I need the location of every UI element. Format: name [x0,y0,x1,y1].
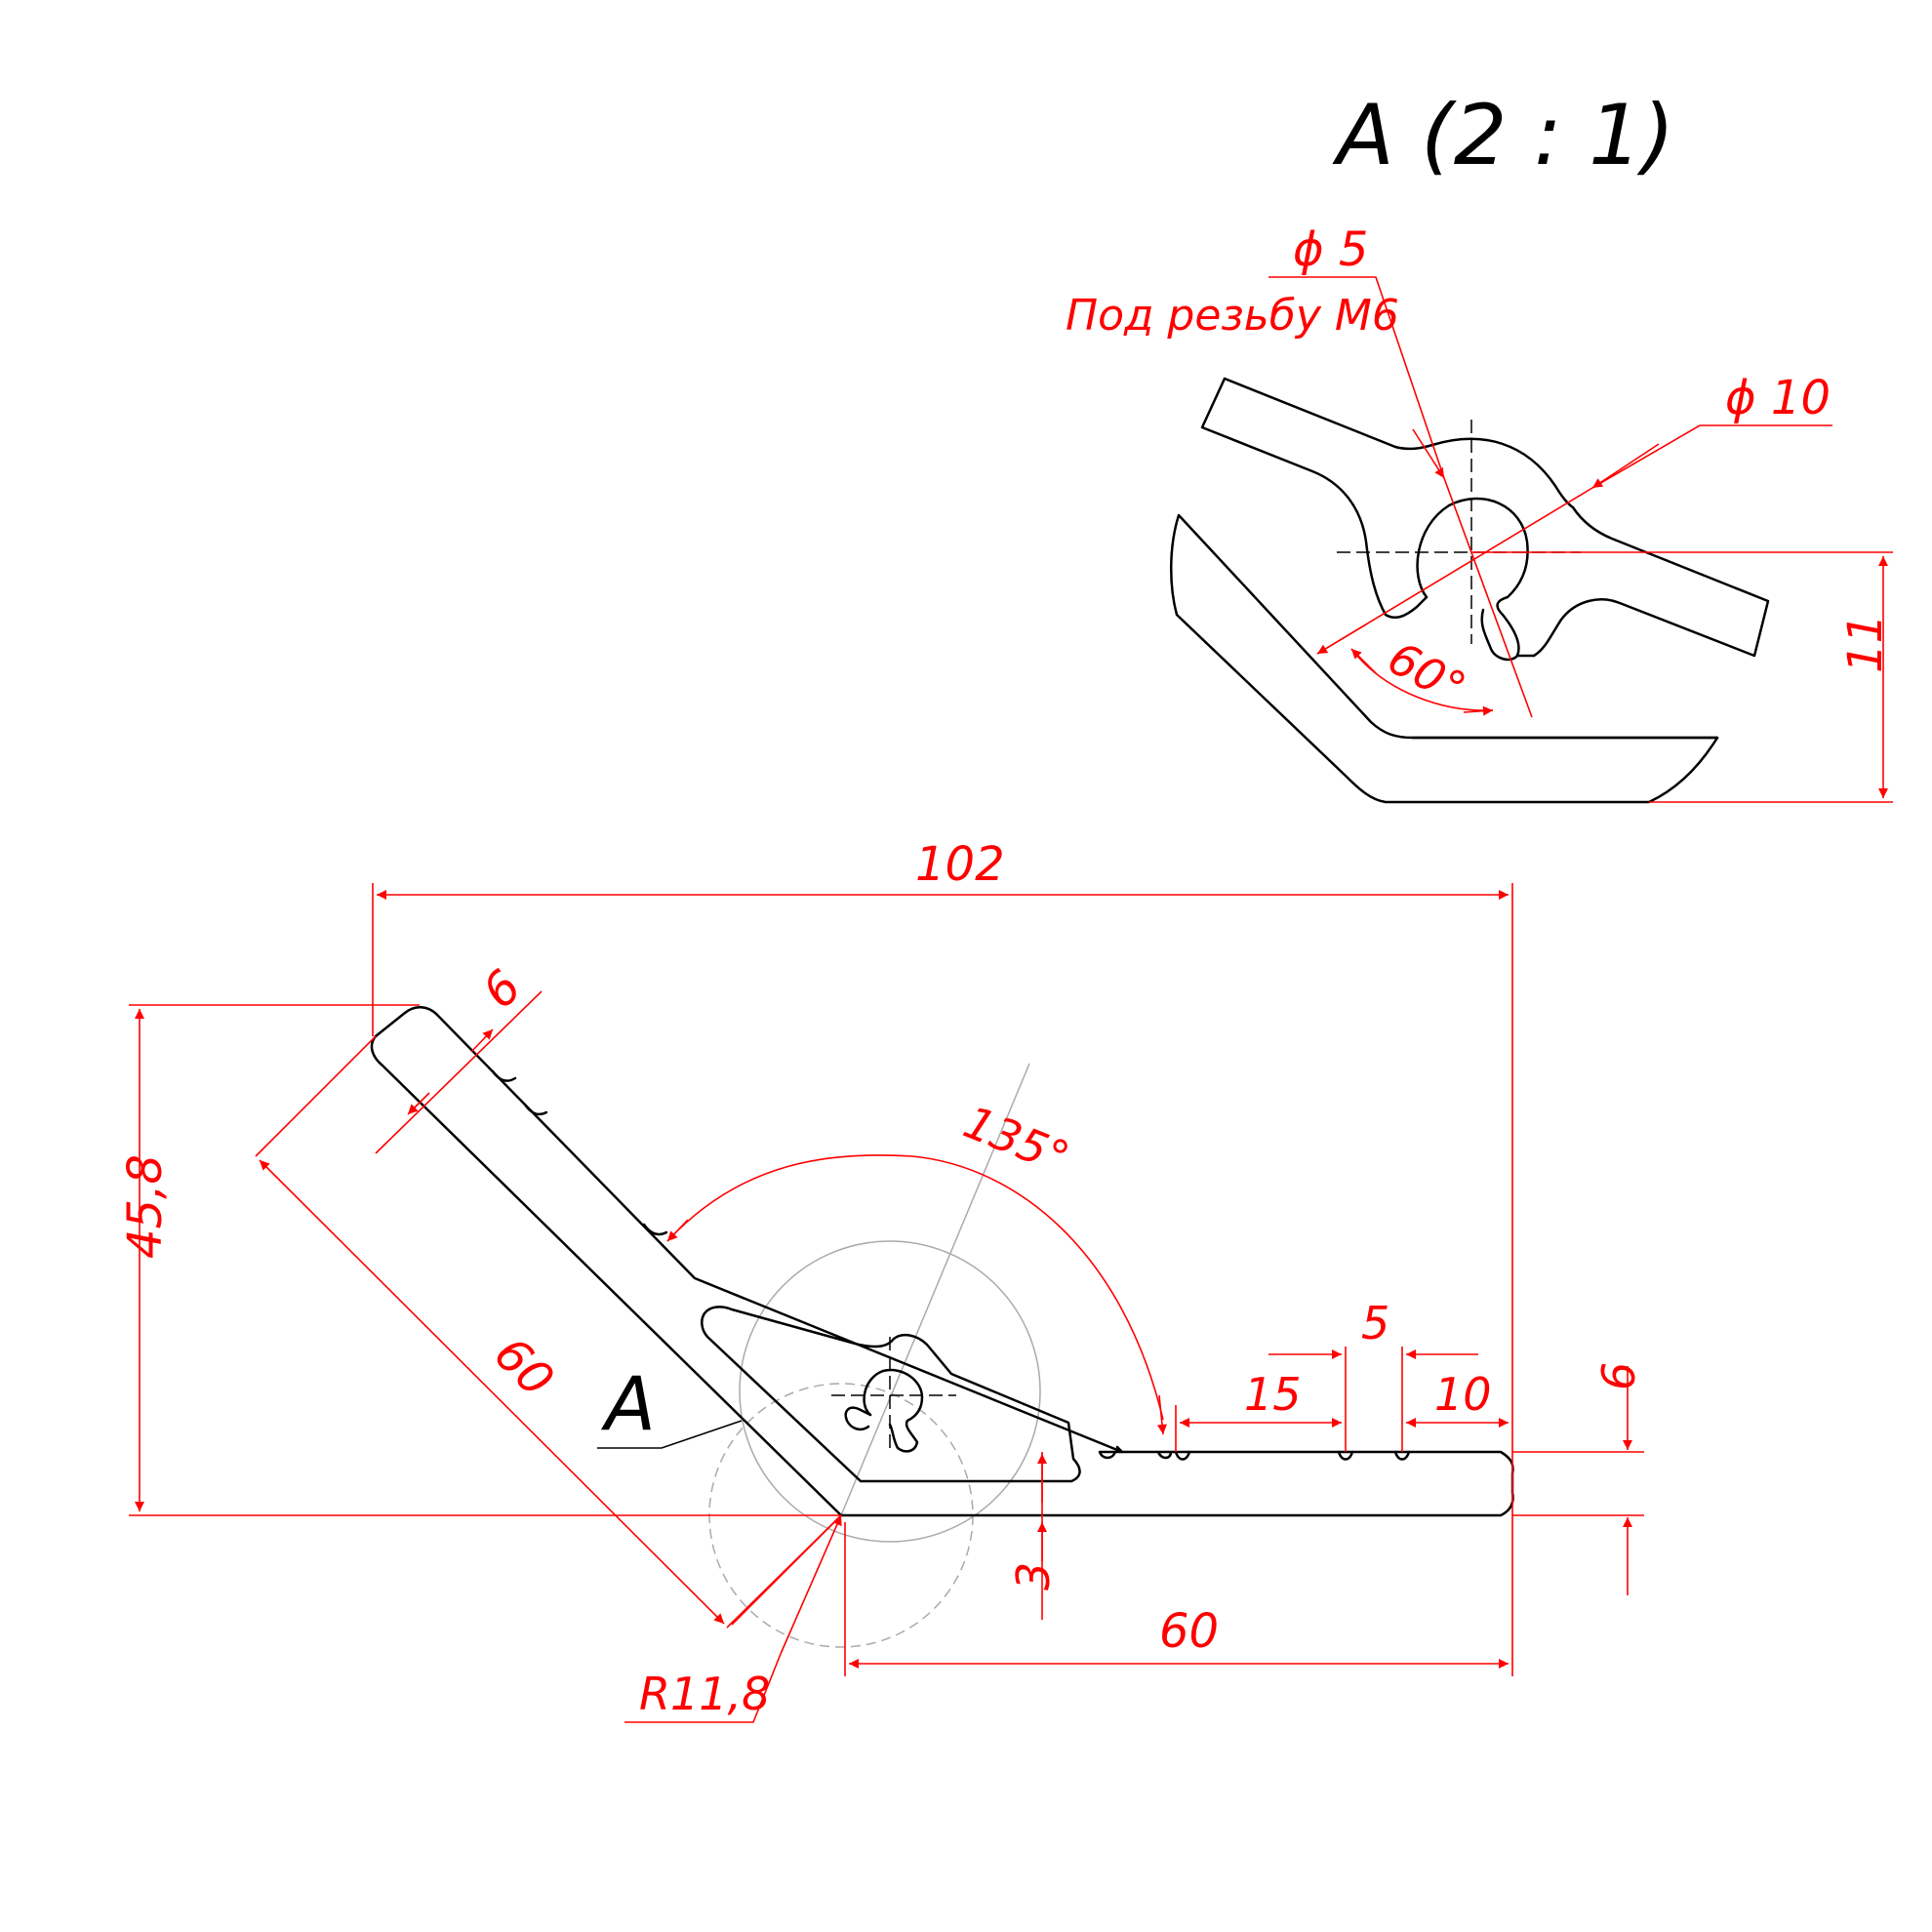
dim-15-text: 15 [1244,1368,1302,1421]
detail-angle-arrow-b [1463,705,1494,716]
main-hub-hole [863,1368,924,1453]
dim-5-text: 5 [1361,1297,1389,1349]
detail-angle-arrow-a [1350,648,1377,674]
detail-view-title: A (2 : 1) [1332,87,1674,184]
detail-outer-dim-arrow2 [1316,624,1367,655]
dim-135-arrow-a [666,1219,689,1242]
main-groove-horiz-2 [1337,1450,1354,1461]
dim-135-arc [666,1154,1164,1421]
detail-outer-dim-text: ϕ 10 [1725,371,1831,425]
main-part-outline [370,1034,1514,1517]
dim-6-diag-arrow-a [407,1092,430,1115]
detail-height-text: 11 [1838,614,1893,673]
detail-view: A (2 : 1) ϕ 5 Под резьбу М6 ϕ 10 [1066,87,1893,804]
dim-r-text: R11,8 [639,1668,770,1720]
dim-60-diag-line [259,1159,725,1625]
dim-60-horiz-text: 60 [1159,1604,1219,1659]
dim-6-diag-arrow-b [470,1028,494,1053]
main-view-marker: A [600,1360,656,1447]
dim-60-diag-ext-a [255,1035,377,1157]
dim-r-line [780,1514,842,1655]
detail-arm-upper-left [1200,377,1429,619]
main-groove-diag-3 [642,1223,668,1236]
detail-outer-dim-line [1591,443,1660,489]
detail-boss-outline [1430,437,1575,509]
main-construction-axis [840,1063,1030,1516]
detail-angle-arc [1350,648,1494,711]
main-hub-keyway [844,1406,872,1431]
dim-r-line-2 [731,1514,842,1626]
detail-hole-dim-arrow [1412,428,1445,479]
detail-outer-dim-leader [1591,424,1832,489]
detail-hole [1416,497,1529,662]
main-groove-horiz-1 [1174,1450,1191,1461]
main-outer-top [374,1006,1124,1454]
main-groove-diag-2 [523,1103,548,1116]
main-groove-horiz-3 [1393,1450,1411,1461]
main-construction-circle-large [739,1240,1041,1543]
detail-arm-upper-left-top [1223,377,1434,451]
detail-angle-text: 60° [1380,631,1474,715]
dim-3-text: 3 [1007,1562,1060,1590]
detail-hole-dim-text: ϕ 5 [1293,222,1368,277]
dim-r-leader [624,1653,782,1723]
dim-6-diag-ext [375,990,543,1154]
dim-6-horiz-text: 6 [1592,1362,1645,1390]
detail-thread-note: Под резьбу М6 [1066,291,1399,341]
detail-lower-body [1169,513,1719,804]
main-groove-diag-1 [491,1069,517,1082]
main-view: A 102 45,8 6 60 135° 15 [118,837,1645,1723]
detail-hole-dim-leader [1268,276,1445,479]
dim-135-arrow-b [1157,1394,1167,1435]
dim-102-text: 102 [915,837,1005,892]
dim-10-text: 10 [1434,1368,1492,1421]
dim-458-text: 45,8 [118,1154,173,1259]
detail-hole-dim-line [1443,477,1533,718]
detail-arm-right [1532,505,1770,658]
